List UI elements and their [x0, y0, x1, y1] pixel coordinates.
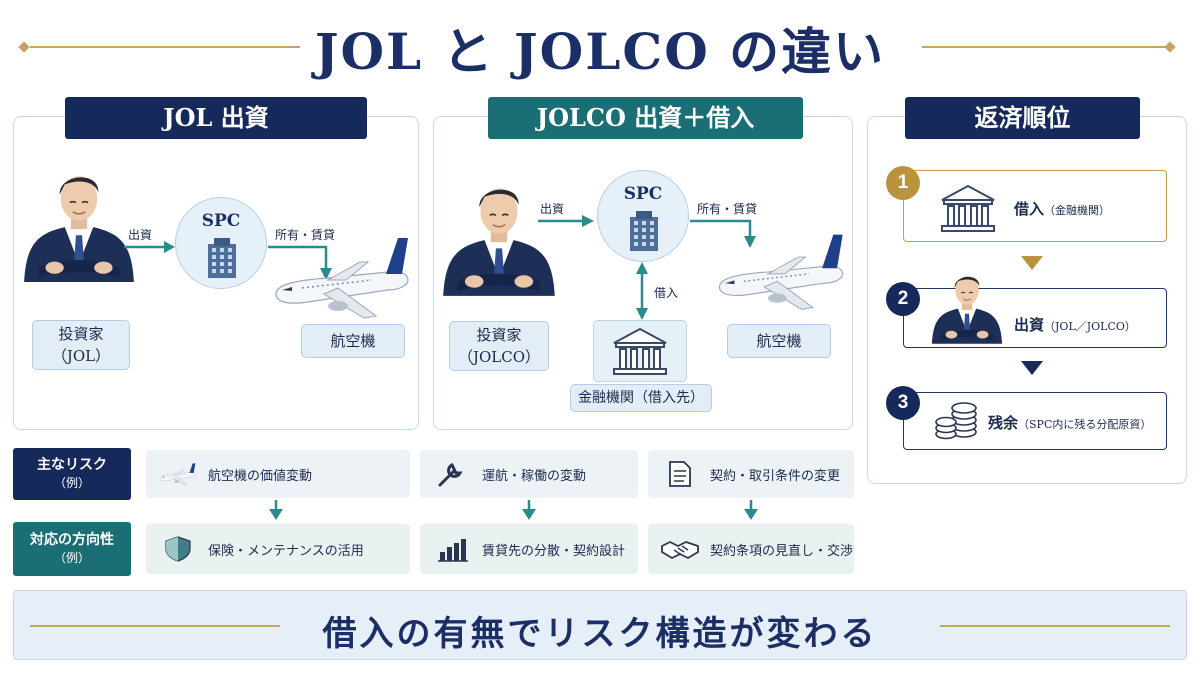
- risk-cell: 契約・取引条件の変更: [648, 450, 854, 498]
- investor-label-line1: 投資家: [476, 326, 522, 344]
- response-cell: 保険・メンテナンスの活用: [146, 524, 410, 574]
- rank-number: 3: [886, 386, 920, 420]
- risk-cell: 航空機の価値変動: [146, 450, 410, 498]
- building-icon: [630, 211, 658, 251]
- investor-label-line2: （JOL）: [51, 347, 111, 365]
- jolco-investor-label: 投資家 （JOLCO）: [449, 321, 549, 371]
- rank-label: 出資（JOL／JOLCO）: [1014, 314, 1136, 335]
- repayment-header: 返済順位: [905, 97, 1140, 139]
- arrow-down-icon: [522, 500, 536, 520]
- investor-person-icon: [442, 187, 556, 297]
- handshake-icon: [661, 541, 699, 559]
- response-text: 保険・メンテナンスの活用: [208, 543, 364, 559]
- jol-lease-label: 所有・賃貸: [275, 228, 336, 242]
- arrow-up-down-icon: [636, 262, 648, 320]
- jolco-aircraft-label: 航空機: [727, 324, 831, 358]
- risk-text: 航空機の価値変動: [208, 468, 313, 484]
- jol-spc-node: SPC: [175, 197, 267, 289]
- response-cell: 賃貸先の分散・契約設計: [420, 524, 638, 574]
- arrow-right-icon: [124, 241, 175, 253]
- document-icon: [669, 461, 691, 487]
- rank-label-main: 出資: [1014, 316, 1045, 334]
- conclusion-text: 借入の有無でリスク構造が変わる: [322, 614, 878, 654]
- jolco-lease-label: 所有・賃貸: [697, 202, 758, 216]
- title-rule-left: [30, 46, 300, 48]
- rank-number: 2: [886, 282, 920, 316]
- response-cell: 契約条項の見直し・交渉: [648, 524, 854, 574]
- row-label-sub: （例）: [53, 551, 90, 565]
- risk-text: 契約・取引条件の変更: [710, 468, 841, 484]
- arrow-right-down-icon: [268, 245, 332, 280]
- arrow-down-icon: [269, 500, 283, 520]
- aircraft-icon: [275, 237, 409, 319]
- lender-node: [593, 320, 687, 382]
- wrench-icon: [438, 463, 463, 487]
- rank-label: 借入（金融機関）: [1014, 198, 1110, 219]
- risk-row-label: 主なリスク （例）: [13, 448, 131, 500]
- arrow-down-icon: [1021, 361, 1043, 375]
- arrow-down-icon: [1021, 256, 1043, 270]
- arrow-down-icon: [744, 500, 758, 520]
- rank-label-sub: （JOL／JOLCO）: [1044, 320, 1136, 333]
- row-label-main: 主なリスク: [37, 457, 107, 473]
- rank-label-sub: （SPC内に残る分配原資）: [1018, 418, 1152, 431]
- banner-rule-left: [30, 625, 280, 627]
- page-title: JOL と JOLCO の違い: [314, 22, 886, 81]
- investor-label-line1: 投資家: [58, 325, 104, 343]
- building-icon: [208, 238, 236, 278]
- spc-label: SPC: [201, 211, 241, 231]
- response-text: 契約条項の見直し・交渉: [710, 543, 854, 559]
- risk-cell: 運航・稼働の変動: [420, 450, 638, 498]
- row-label-sub: （例）: [53, 476, 90, 490]
- arrow-right-icon: [538, 215, 594, 227]
- coins-icon: [935, 402, 977, 440]
- banner-rule-right: [940, 625, 1170, 627]
- airplane-icon: [159, 463, 196, 485]
- jolco-header: JOLCO 出資＋借入: [488, 97, 803, 139]
- jolco-borrow-label: 借入: [654, 286, 679, 300]
- bank-icon: [941, 185, 995, 232]
- investor-person-icon: [931, 275, 1003, 345]
- jol-header: JOL 出資: [65, 97, 367, 139]
- arrow-right-down-icon: [690, 219, 756, 248]
- jolco-lender-label: 金融機関（借入先）: [570, 384, 712, 412]
- title-rule-right: [922, 46, 1172, 48]
- jolco-invest-label: 出資: [540, 202, 565, 216]
- spc-label: SPC: [623, 184, 663, 204]
- aircraft-icon: [718, 233, 844, 311]
- risk-text: 運航・稼働の変動: [482, 468, 587, 484]
- bar-chart-icon: [438, 539, 468, 562]
- rank-label-main: 残余: [988, 414, 1019, 432]
- row-label-main: 対応の方向性: [30, 532, 114, 548]
- rank-label: 残余（SPC内に残る分配原資）: [988, 412, 1151, 433]
- response-text: 賃貸先の分散・契約設計: [482, 543, 626, 559]
- shield-icon: [165, 536, 191, 562]
- jol-invest-label: 出資: [128, 228, 153, 242]
- investor-person-icon: [23, 175, 135, 283]
- rank-label-main: 借入: [1014, 200, 1045, 218]
- jolco-spc-node: SPC: [597, 170, 689, 262]
- jol-aircraft-label: 航空機: [301, 324, 405, 358]
- investor-label-line2: （JOLCO）: [457, 348, 541, 366]
- bank-icon: [613, 328, 667, 375]
- jol-investor-label: 投資家 （JOL）: [32, 320, 130, 370]
- rank-label-sub: （金融機関）: [1044, 204, 1111, 217]
- response-row-label: 対応の方向性 （例）: [13, 522, 131, 576]
- rank-number: 1: [886, 166, 920, 200]
